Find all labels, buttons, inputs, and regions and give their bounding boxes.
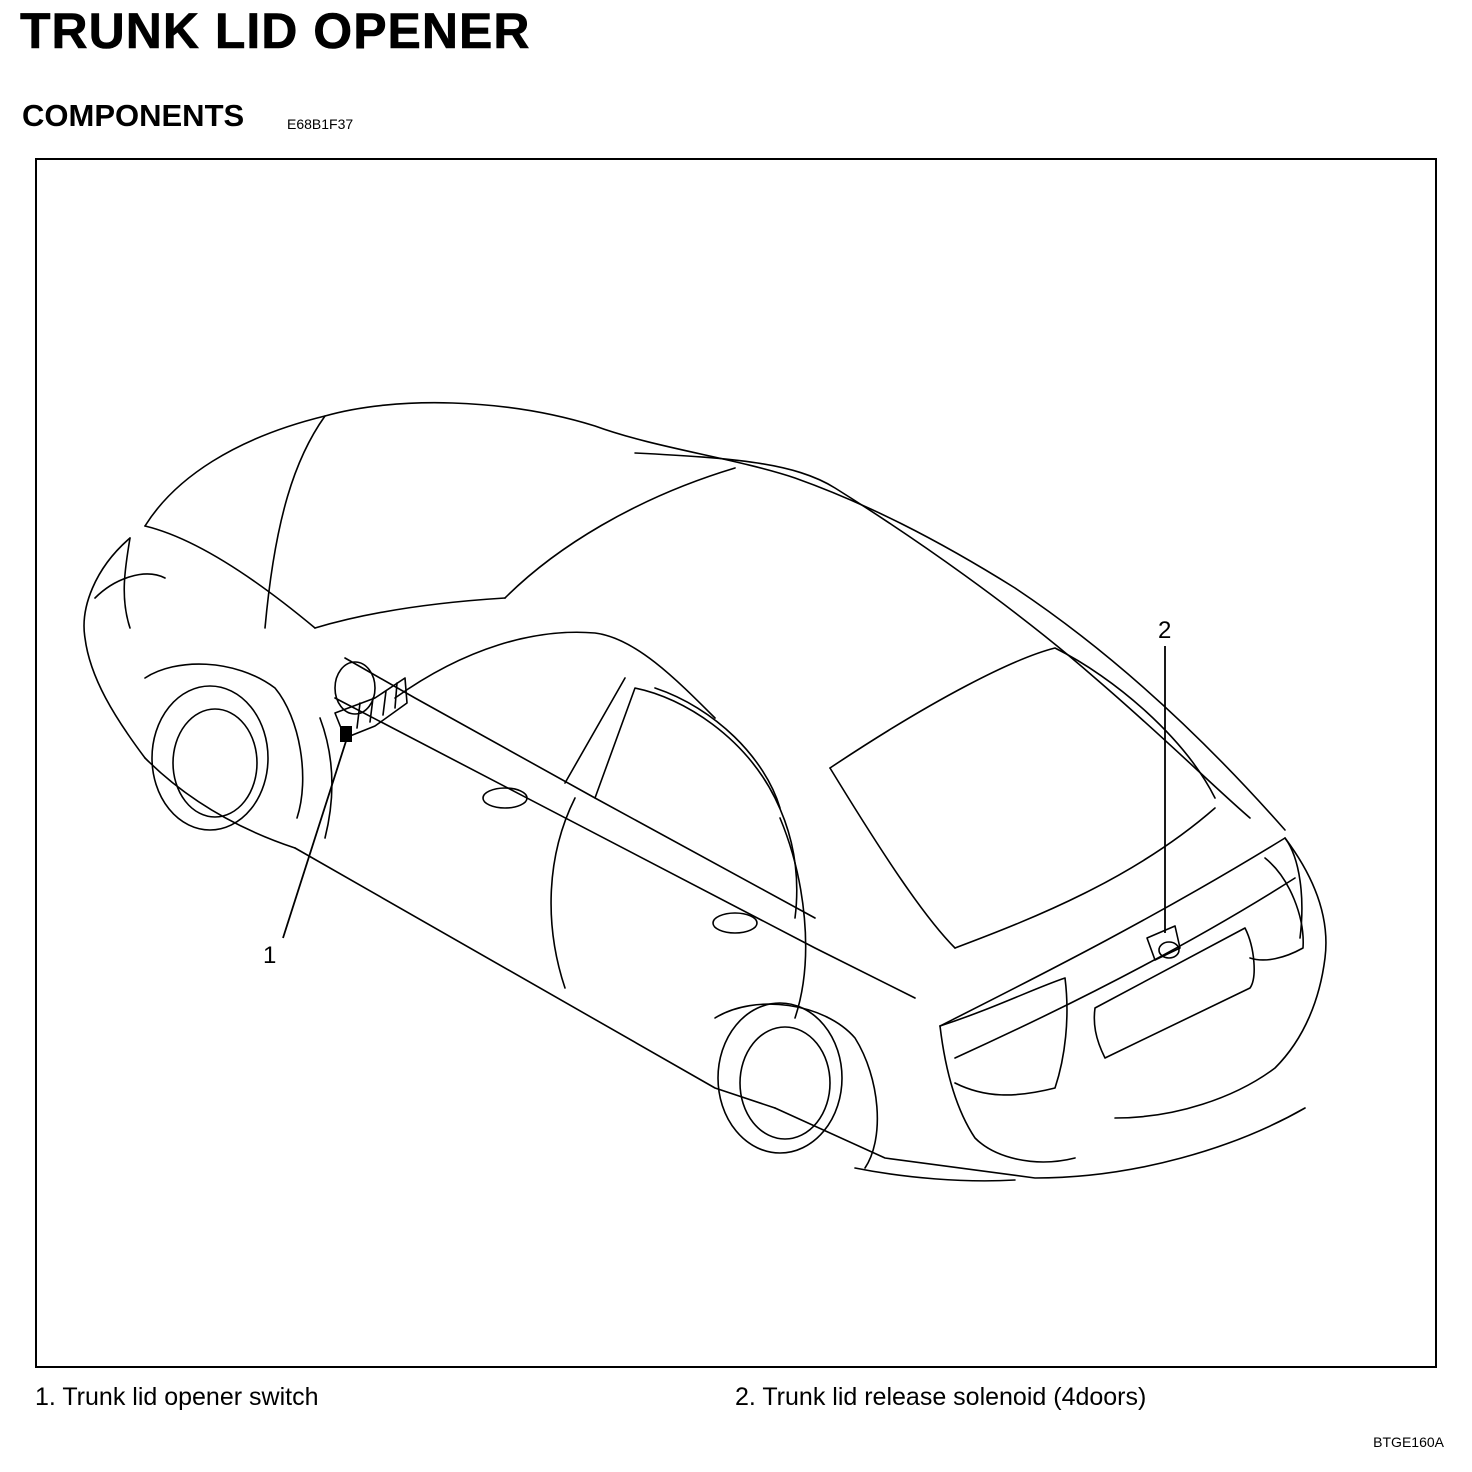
diagram-frame xyxy=(35,158,1437,1368)
section-heading: COMPONENTS xyxy=(22,98,245,133)
callout-2: 2 xyxy=(1158,617,1171,644)
vehicle-diagram-svg: 1 2 xyxy=(35,158,1437,1368)
opener-switch-mark xyxy=(340,726,352,742)
leader-lines xyxy=(282,646,1166,939)
page-title: TRUNK LID OPENER xyxy=(20,3,531,60)
vehicle-diagram: 1 2 xyxy=(35,158,1437,1368)
car-outline xyxy=(83,401,1327,1182)
figure-id: BTGE160A xyxy=(1373,1434,1444,1450)
legend-item-release-solenoid: 2. Trunk lid release solenoid (4doors) xyxy=(735,1383,1147,1411)
legend-item-opener-switch: 1. Trunk lid opener switch xyxy=(35,1383,319,1411)
section-code: E68B1F37 xyxy=(287,116,354,132)
callout-1: 1 xyxy=(263,942,276,969)
leader-line-1 xyxy=(282,737,348,939)
